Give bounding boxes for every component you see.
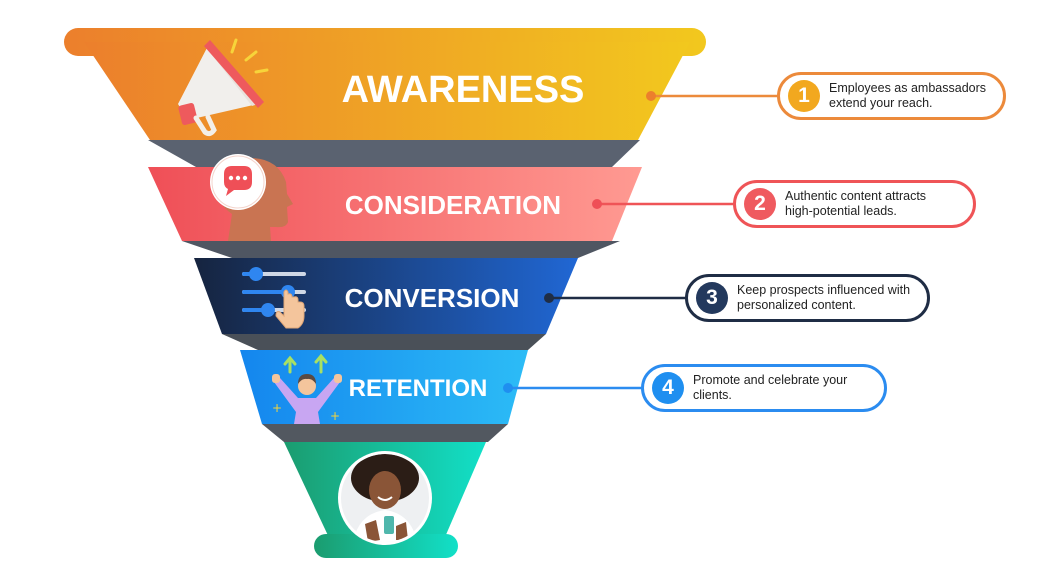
callout-line: Authentic content attracts [785, 189, 927, 203]
svg-text:+: + [272, 401, 282, 415]
callout-line: high-potential leads. [785, 204, 897, 218]
callout-line: Employees as ambassadors [829, 81, 987, 95]
connector-dot-2 [592, 199, 602, 209]
callout-number-badge: 4 [652, 372, 684, 404]
callout-line: Keep prospects influenced with [737, 283, 911, 297]
callout-line: Promote and celebrate your [693, 373, 848, 387]
callout-text: Promote and celebrate your clients. [693, 373, 847, 403]
connector-dot-3 [544, 293, 554, 303]
sliders-hand-icon [242, 267, 306, 329]
callout-awareness: 1 Employees as ambassadors extend your r… [777, 72, 1006, 120]
stage-title-conversion: CONVERSION [345, 283, 520, 313]
celebrating-person-icon: + + [272, 353, 342, 424]
stage-awareness: AWARENESS [64, 28, 706, 140]
svg-text:+: + [330, 409, 340, 423]
connector-dot-1 [646, 91, 656, 101]
callout-line: personalized content. [737, 298, 856, 312]
callout-connectors [503, 91, 778, 393]
funnel-connector-1 [148, 140, 640, 167]
callout-text: Employees as ambassadors extend your rea… [829, 81, 986, 111]
callout-number-badge: 1 [788, 80, 820, 112]
funnel-connector-2 [182, 241, 620, 258]
smiling-woman-with-phone-photo [338, 451, 432, 545]
thinking-head-icon [210, 154, 293, 241]
callout-number-badge: 3 [696, 282, 728, 314]
callout-number-badge: 2 [744, 188, 776, 220]
funnel-connector-4 [262, 424, 508, 442]
callout-text: Authentic content attracts high-potentia… [785, 189, 926, 219]
callout-text: Keep prospects influenced with personali… [737, 283, 910, 313]
stage-title-consideration: CONSIDERATION [345, 190, 561, 220]
callout-retention: 4 Promote and celebrate your clients. [641, 364, 887, 412]
funnel-connector-3 [222, 334, 546, 350]
connector-dot-4 [503, 383, 513, 393]
stage-title-retention: RETENTION [349, 375, 488, 402]
callout-line: extend your reach. [829, 96, 933, 110]
callout-consideration: 2 Authentic content attracts high-potent… [733, 180, 976, 228]
callout-line: clients. [693, 388, 732, 402]
megaphone-icon [178, 38, 269, 137]
stage-title-awareness: AWARENESS [342, 69, 585, 111]
callout-conversion: 3 Keep prospects influenced with persona… [685, 274, 930, 322]
